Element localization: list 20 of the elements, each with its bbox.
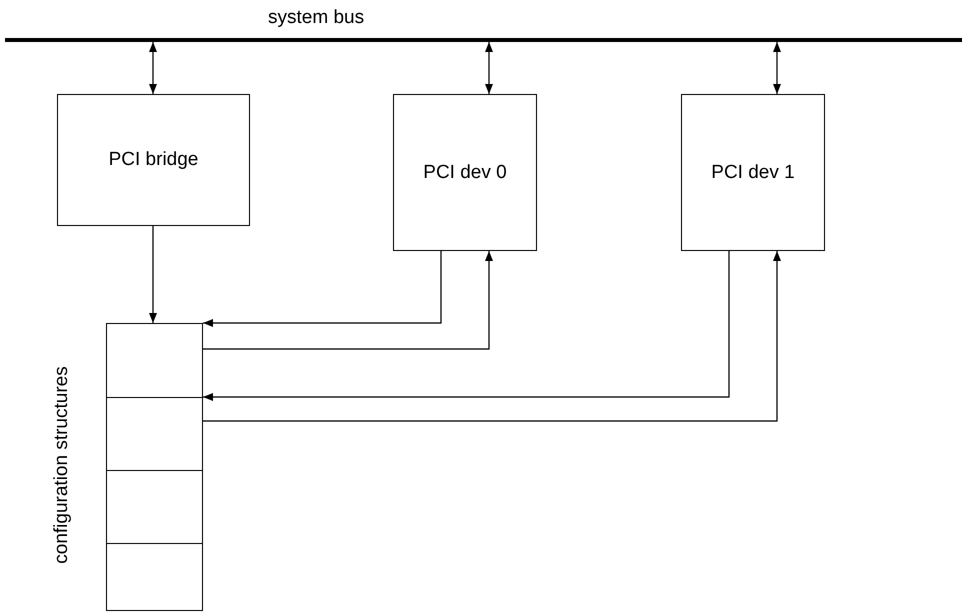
stack-label: configuration structures (51, 366, 73, 564)
connector-arrow (203, 251, 493, 350)
config-slot (106, 470, 203, 544)
device-box (393, 94, 537, 251)
connector-arrow (203, 251, 781, 422)
device-box (57, 94, 250, 226)
device-box (681, 94, 825, 251)
connector-arrow (773, 42, 781, 94)
connector-arrow (149, 42, 157, 94)
config-slot (106, 397, 203, 471)
device-label: PCI dev 0 (423, 162, 507, 184)
connector-arrow (203, 251, 730, 401)
device-label: PCI bridge (108, 149, 198, 171)
config-slot (106, 323, 203, 398)
connector-arrow (149, 226, 157, 323)
config-slot (106, 543, 203, 611)
connector-arrow (203, 251, 442, 327)
bus-label: system bus (268, 7, 364, 29)
connector-arrow (485, 42, 493, 94)
device-label: PCI dev 1 (711, 162, 795, 184)
